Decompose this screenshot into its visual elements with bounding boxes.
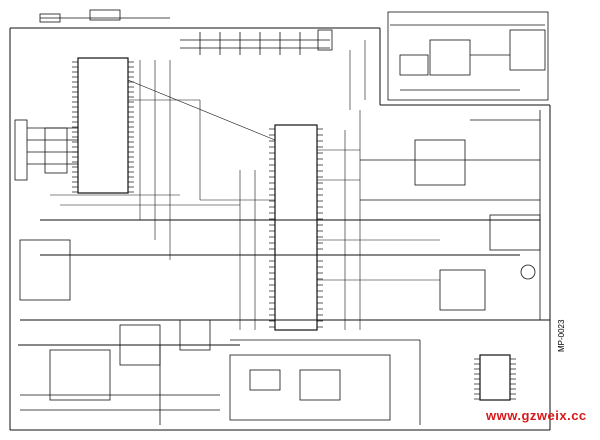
ic-center-processor — [269, 124, 323, 331]
model-number-label: MP-0023 — [557, 319, 566, 352]
site-watermark: www.gzweix.cc — [486, 408, 587, 423]
right-circuit-blocks — [360, 110, 541, 320]
ic-bottom-audio — [474, 354, 516, 401]
left-connectors — [14, 119, 78, 301]
frame-lines — [9, 27, 551, 431]
tuner-block — [387, 11, 549, 101]
trace-lines — [50, 40, 440, 330]
power-supply-block — [20, 319, 220, 425]
ic-left-controller — [72, 57, 134, 194]
deflection-block — [229, 339, 421, 425]
top-connector-area — [39, 9, 333, 55]
